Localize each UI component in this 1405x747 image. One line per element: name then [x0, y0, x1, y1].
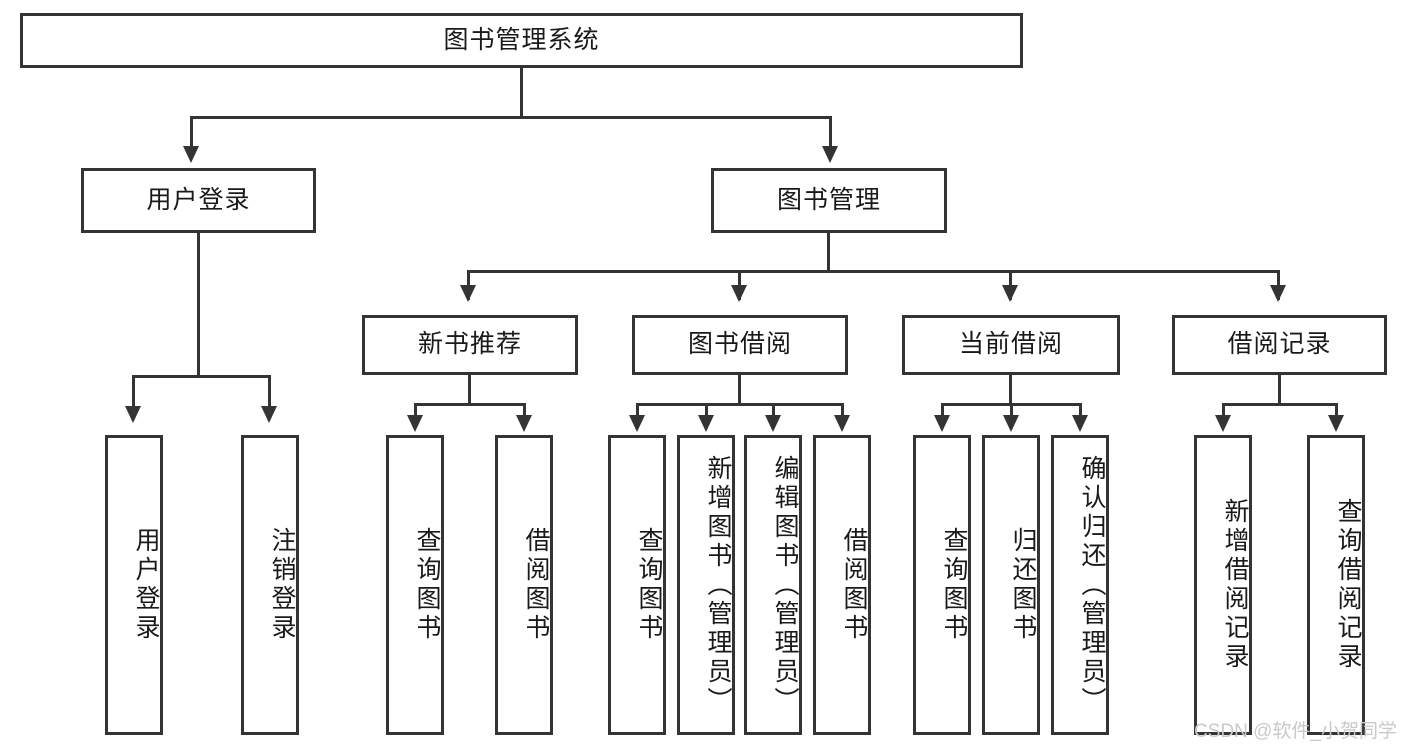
- arrow-to-current-borrow: [1002, 285, 1018, 302]
- edge-current-borrow-stem: [1009, 375, 1012, 405]
- edge-book-management-stem: [827, 233, 830, 272]
- node-label: 查询借阅记录: [1334, 498, 1362, 672]
- arrow-new-book-leaf1: [407, 415, 423, 432]
- leaf-bookborrow-query-book[interactable]: 查询图书: [608, 435, 666, 735]
- leaf-currentborrow-query-book[interactable]: 查询图书: [913, 435, 971, 735]
- leaf-currentborrow-confirm-return-admin[interactable]: 确认归还（管理员）: [1051, 435, 1109, 735]
- node-label: 查询图书: [413, 527, 441, 643]
- node-current-borrow[interactable]: 当前借阅: [902, 315, 1120, 375]
- leaf-newbook-borrow-book[interactable]: 借阅图书: [495, 435, 553, 735]
- node-label: 确认归还（管理员）: [1078, 454, 1106, 716]
- edge-current-borrow-leaf3: [1079, 403, 1082, 418]
- edge-new-book-leaf1: [414, 403, 417, 418]
- node-label: 新书推荐: [417, 330, 522, 359]
- leaf-currentborrow-return-book[interactable]: 归还图书: [982, 435, 1040, 735]
- node-label: 用户登录: [132, 527, 160, 643]
- leaf-bookborrow-add-book-admin[interactable]: 新增图书（管理员）: [677, 435, 735, 735]
- edge-to-book-management: [829, 116, 832, 148]
- edge-user-login-bus: [132, 375, 271, 378]
- arrow-to-book-management: [822, 146, 838, 163]
- edge-borrow-record-bus: [1222, 403, 1338, 406]
- leaf-borrowrecord-add-record[interactable]: 新增借阅记录: [1194, 435, 1252, 735]
- edge-book-borrow-leaf3: [772, 403, 775, 418]
- arrow-book-borrow-leaf4: [834, 415, 850, 432]
- edge-root-stem: [520, 68, 523, 116]
- edge-user-login-leaf1: [132, 375, 135, 408]
- node-label: 新增借阅记录: [1221, 498, 1249, 672]
- node-new-book-recommend[interactable]: 新书推荐: [362, 315, 578, 375]
- node-label: 当前借阅: [958, 330, 1063, 359]
- arrow-borrow-record-leaf1: [1215, 415, 1231, 432]
- node-label: 新增图书（管理员）: [704, 454, 732, 716]
- node-label: 用户登录: [146, 185, 251, 214]
- arrow-current-borrow-leaf2: [1003, 415, 1019, 432]
- node-user-login[interactable]: 用户登录: [81, 168, 316, 233]
- node-label: 图书管理: [776, 185, 881, 214]
- edge-book-borrow-stem: [738, 375, 741, 405]
- edge-book-borrow-leaf1: [636, 403, 639, 418]
- edge-level2-bus: [190, 116, 832, 119]
- leaf-bookborrow-edit-book-admin[interactable]: 编辑图书（管理员）: [744, 435, 802, 735]
- edge-user-login-stem: [197, 233, 200, 378]
- arrow-new-book-leaf2: [516, 415, 532, 432]
- node-book-management[interactable]: 图书管理: [711, 168, 947, 233]
- arrow-borrow-record-leaf2: [1328, 415, 1344, 432]
- node-label: 归还图书: [1009, 527, 1037, 643]
- edge-borrow-record-leaf2: [1335, 403, 1338, 418]
- arrow-book-borrow-leaf3: [765, 415, 781, 432]
- leaf-logout[interactable]: 注销登录: [241, 435, 299, 735]
- arrow-current-borrow-leaf1: [934, 415, 950, 432]
- node-root-book-management-system[interactable]: 图书管理系统: [20, 13, 1023, 68]
- edge-user-login-leaf2: [268, 375, 271, 408]
- node-label: 查询图书: [635, 527, 663, 643]
- edge-book-borrow-bus: [636, 403, 844, 406]
- node-label: 图书管理系统: [443, 25, 600, 54]
- node-label: 图书借阅: [687, 330, 792, 359]
- node-borrow-record[interactable]: 借阅记录: [1172, 315, 1387, 375]
- edge-level3-bus: [467, 270, 1280, 273]
- leaf-newbook-query-book[interactable]: 查询图书: [386, 435, 444, 735]
- node-label: 借阅记录: [1227, 330, 1332, 359]
- node-label: 借阅图书: [522, 527, 550, 643]
- arrow-to-book-borrow: [731, 285, 747, 302]
- arrow-to-user-login: [183, 146, 199, 163]
- arrow-to-borrow-record: [1270, 285, 1286, 302]
- leaf-bookborrow-borrow-book[interactable]: 借阅图书: [813, 435, 871, 735]
- arrow-to-new-book: [460, 285, 476, 302]
- arrow-user-login-leaf2: [261, 406, 277, 423]
- node-label: 查询图书: [940, 527, 968, 643]
- arrow-current-borrow-leaf3: [1072, 415, 1088, 432]
- node-label: 编辑图书（管理员）: [771, 454, 799, 716]
- node-book-borrow[interactable]: 图书借阅: [632, 315, 848, 375]
- edge-new-book-leaf2: [523, 403, 526, 418]
- edge-borrow-record-leaf1: [1222, 403, 1225, 418]
- arrow-user-login-leaf1: [125, 406, 141, 423]
- edge-borrow-record-stem: [1278, 375, 1281, 405]
- edge-book-borrow-leaf4: [841, 403, 844, 418]
- watermark-text: CSDN @软件_小贺同学: [1194, 721, 1397, 742]
- edge-to-user-login: [190, 116, 193, 148]
- edge-new-book-bus: [414, 403, 526, 406]
- leaf-user-login[interactable]: 用户登录: [105, 435, 163, 735]
- edge-book-borrow-leaf2: [705, 403, 708, 418]
- edge-new-book-stem: [468, 375, 471, 405]
- leaf-borrowrecord-query-record[interactable]: 查询借阅记录: [1307, 435, 1365, 735]
- edge-current-borrow-leaf2: [1010, 403, 1013, 418]
- node-label: 借阅图书: [840, 527, 868, 643]
- edge-current-borrow-leaf1: [941, 403, 944, 418]
- node-label: 注销登录: [268, 527, 296, 643]
- arrow-book-borrow-leaf2: [698, 415, 714, 432]
- arrow-book-borrow-leaf1: [629, 415, 645, 432]
